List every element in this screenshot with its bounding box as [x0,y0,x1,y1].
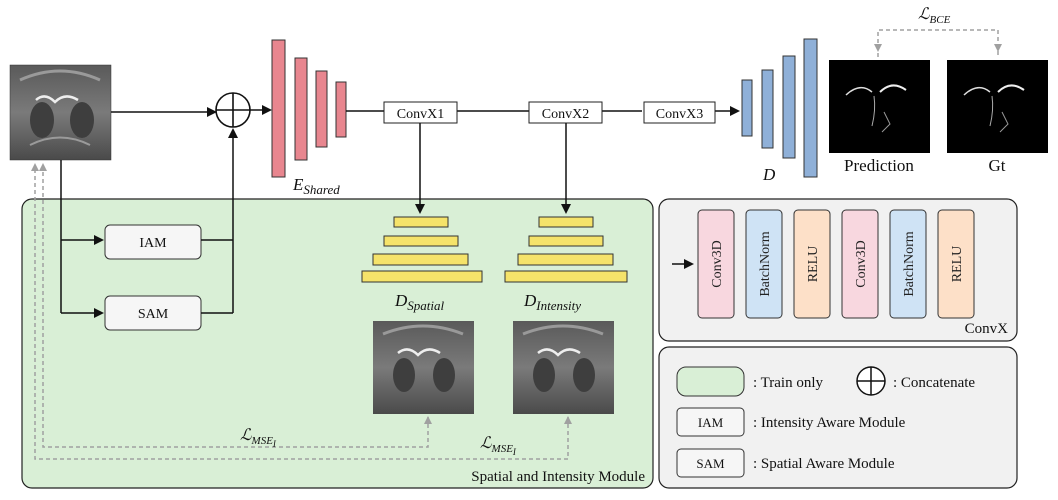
encoder-label: EShared [292,175,340,197]
convx1-block: ConvX1 [383,101,458,124]
svg-text:IAM: IAM [698,415,724,430]
svg-text:: Train only: : Train only [753,375,824,391]
mse-arrowhead-input-a [39,163,47,171]
svg-text:BatchNorm: BatchNorm [758,231,773,296]
convx-layer-batchnorm-1: BatchNorm [745,209,783,319]
iam-module: IAM [104,224,202,260]
spatial-decoder-label: DSpatial [394,291,445,313]
legend-iam: IAM : Intensity Aware Module [676,407,906,437]
decoder-label: D [762,165,776,184]
convx-panel-title: ConvX [965,321,1009,337]
legend-panel [658,346,1018,489]
svg-text:: Spatial Aware Module: : Spatial Aware Module [753,456,895,472]
mse-arrowhead-intensity [564,416,572,424]
input-mri-image [9,64,112,161]
decoder [741,38,818,178]
concat-symbol [215,92,251,128]
mse-spatial-connector [42,167,429,448]
intensity-decoder [504,216,628,283]
bce-loss-connector [877,29,999,57]
legend-concatenate: : Concatenate [856,366,975,396]
intensity-reconstruction-image [513,321,614,414]
convx-layer-relu-2: RELU [937,209,975,319]
gt-label: Gt [989,156,1006,175]
convx3-block: ConvX3 [643,101,716,124]
prediction-image [829,60,930,153]
shared-encoder [271,39,347,178]
prediction-label: Prediction [844,156,914,175]
mse-intensity-connector [34,167,569,460]
spatial-decoder [361,216,483,283]
bce-arrowhead-left [874,44,882,52]
legend-sam: SAM : Spatial Aware Module [676,448,895,478]
mse-loss-label-1: ℒMSEI [240,427,277,449]
sam-module: SAM [104,295,202,331]
gt-image [947,60,1048,153]
bce-loss-label: ℒBCE [918,6,951,26]
convx-layer-batchnorm-2: BatchNorm [889,209,927,319]
intensity-decoder-label: DIntensity [523,291,581,313]
svg-text:Conv3D: Conv3D [854,240,869,287]
module-panel-title: Spatial and Intensity Module [471,469,645,485]
mse-arrowhead-spatial [424,416,432,424]
convx-layer-conv3d-2: Conv3D [841,209,879,319]
svg-text:: Concatenate: : Concatenate [893,375,975,391]
bce-arrowhead-right [994,44,1002,52]
svg-text:ConvX2: ConvX2 [542,107,589,122]
svg-text:RELU: RELU [950,246,965,283]
svg-text:BatchNorm: BatchNorm [902,231,917,296]
spatial-intensity-module-panel [21,198,654,489]
spatial-reconstruction-image [373,321,474,414]
legend-train-only: : Train only [676,366,824,397]
svg-text:Conv3D: Conv3D [710,240,725,287]
mse-loss-label-2: ℒMSEI [480,435,517,457]
svg-text:RELU: RELU [806,246,821,283]
convx-layer-relu-1: RELU [793,209,831,319]
convx2-block: ConvX2 [528,101,603,124]
svg-text:IAM: IAM [139,236,167,251]
mse-arrowhead-input-b [31,163,39,171]
svg-text:: Intensity Aware Module: : Intensity Aware Module [753,415,906,431]
convx-layer-conv3d-1: Conv3D [697,209,735,319]
svg-text:SAM: SAM [696,456,725,471]
svg-text:ConvX3: ConvX3 [656,107,703,122]
svg-text:ConvX1: ConvX1 [397,107,444,122]
svg-text:SAM: SAM [138,307,169,322]
